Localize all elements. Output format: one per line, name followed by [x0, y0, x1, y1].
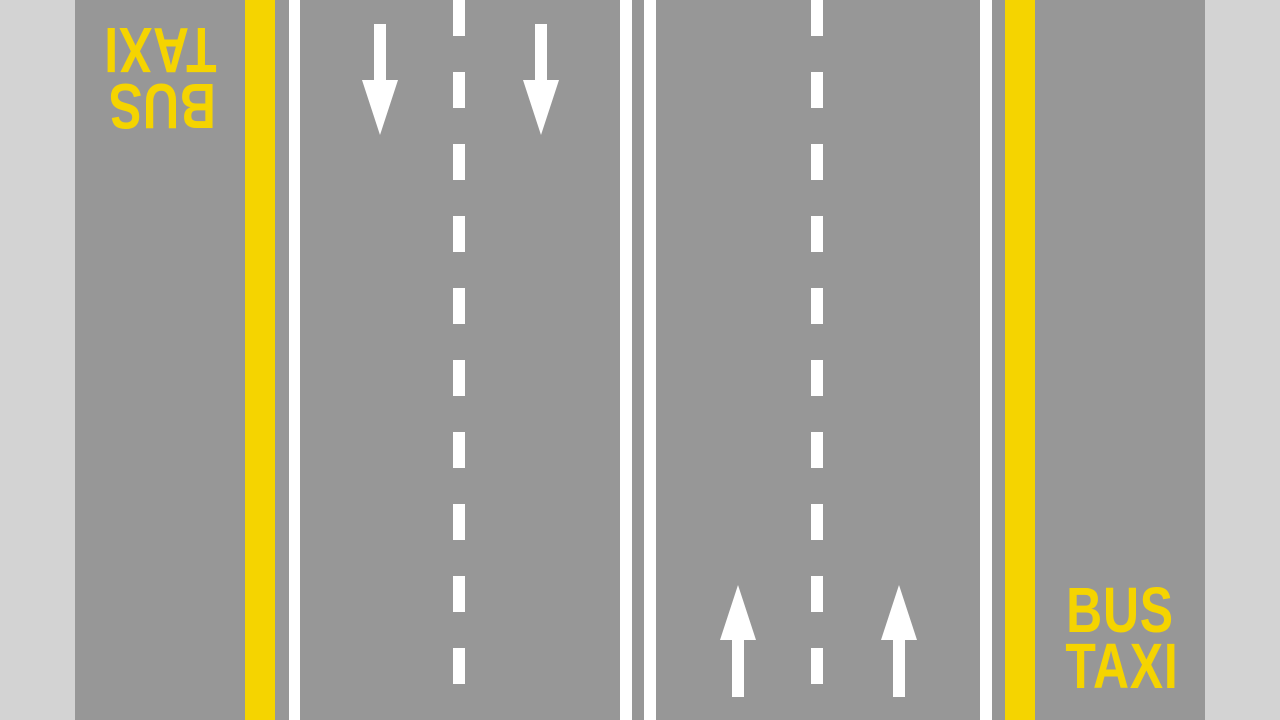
arrow-up-icon	[881, 585, 917, 697]
left-lane-dashed-divider	[453, 0, 465, 720]
center-line-right	[644, 0, 656, 720]
arrow-up-icon	[720, 585, 756, 697]
bus-taxi-lane-marking: BUS TAXI	[1050, 574, 1190, 702]
bus-lane-text: BUS	[108, 70, 216, 142]
right-bus-lane-yellow-line	[1005, 0, 1035, 720]
center-line-left	[620, 0, 632, 720]
bus-taxi-lane-marking-opposite: BUS TAXI	[92, 14, 232, 142]
arrow-down-icon	[523, 24, 559, 135]
right-lane-dashed-divider	[811, 0, 823, 720]
left-edge-white-line	[289, 0, 300, 720]
bus-lane-text: BUS	[1066, 574, 1174, 646]
arrow-down-icon	[362, 24, 398, 135]
left-bus-lane-yellow-line	[245, 0, 275, 720]
right-edge-white-line	[980, 0, 992, 720]
taxi-lane-text: TAXI	[103, 14, 217, 86]
taxi-lane-text: TAXI	[1065, 630, 1179, 702]
